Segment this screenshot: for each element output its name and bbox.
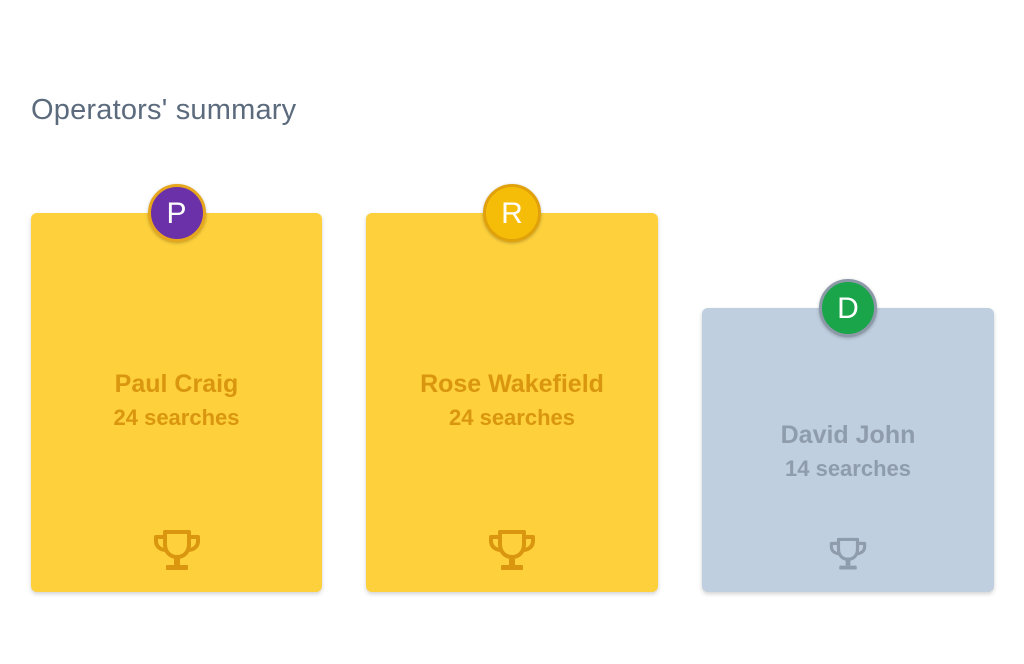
- search-count: 24 searches: [113, 405, 240, 430]
- avatar: R: [483, 184, 541, 242]
- operator-name: David John: [780, 421, 916, 449]
- search-count: 24 searches: [449, 405, 575, 430]
- operator-name: Paul Craig: [114, 370, 239, 398]
- avatar: P: [147, 184, 206, 242]
- operator-name: Rose Wakefield: [420, 370, 604, 398]
- trophy-icon: [153, 529, 201, 573]
- search-count: 14 searches: [785, 456, 911, 481]
- trophy-icon: [829, 537, 867, 572]
- operator-card-paul-craig[interactable]: P Paul Craig 24 searches: [31, 184, 322, 592]
- trophy-icon: [488, 529, 536, 573]
- avatar: D: [819, 279, 877, 337]
- operator-card-rose-wakefield[interactable]: R Rose Wakefield 24 searches: [366, 184, 658, 592]
- page-title: Operators' summary: [31, 94, 297, 126]
- operator-card-david-john[interactable]: D David John 14 searches: [702, 279, 994, 592]
